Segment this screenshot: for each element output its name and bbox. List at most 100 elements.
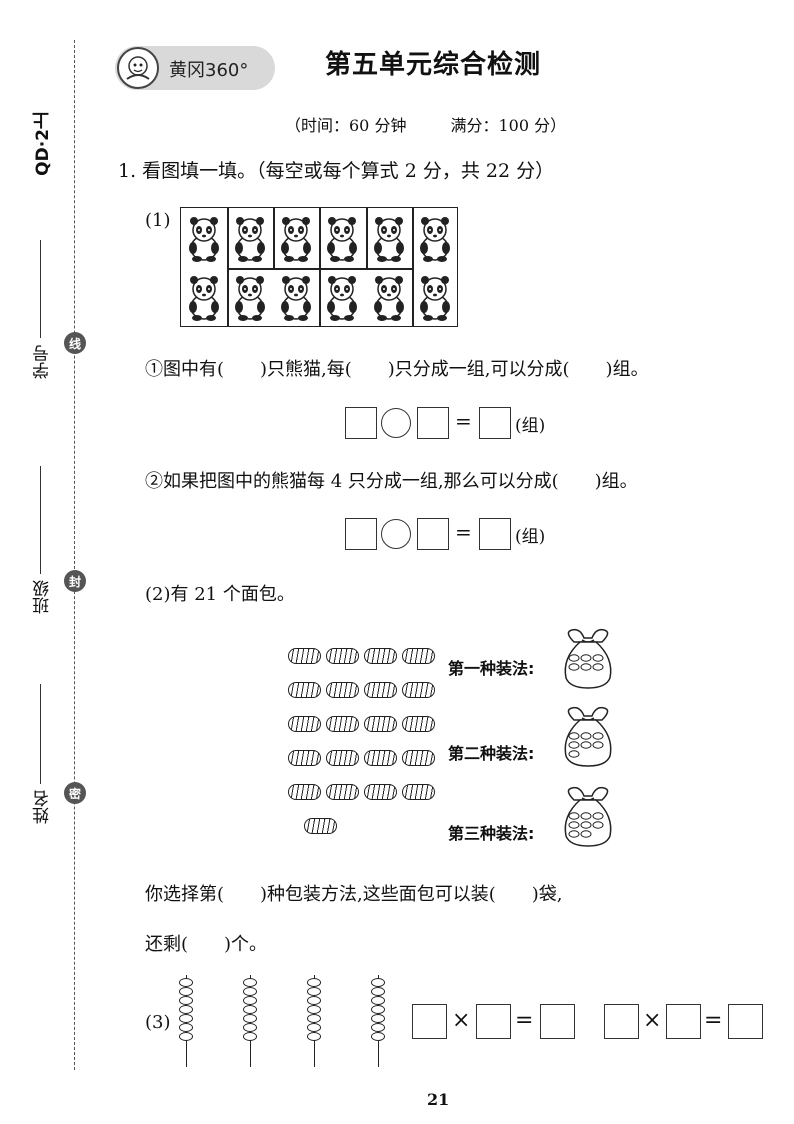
bread-icon	[364, 648, 397, 664]
mascot-icon	[117, 47, 159, 89]
equals-sign: =	[704, 1008, 723, 1033]
bead	[179, 1005, 193, 1014]
student-number-line[interactable]	[40, 240, 41, 338]
panda-icon	[230, 214, 270, 262]
bead	[243, 978, 257, 987]
part-2-text: (2)有 21 个面包。	[145, 584, 295, 605]
bread-icon	[288, 648, 321, 664]
class-line[interactable]	[40, 466, 41, 574]
bead	[243, 996, 257, 1005]
equation-1: = (组)	[345, 407, 575, 439]
bead	[371, 1005, 385, 1014]
panda-icon	[184, 214, 224, 262]
part-1-label: (1)	[145, 210, 171, 231]
bead	[243, 1014, 257, 1023]
bread-icon	[364, 716, 397, 732]
panda-icon	[322, 273, 362, 321]
bead	[179, 1023, 193, 1032]
seal-line: 线	[64, 332, 86, 354]
bead	[243, 1005, 257, 1014]
bead	[371, 1023, 385, 1032]
bead	[371, 996, 385, 1005]
time-limit: （时间：60 分钟	[285, 116, 407, 135]
bead	[243, 987, 257, 996]
panda-icon	[322, 214, 362, 262]
bread-icon	[402, 784, 435, 800]
answer-box[interactable]	[604, 1004, 639, 1039]
bread-icon	[364, 784, 397, 800]
bread-icon	[288, 716, 321, 732]
answer-box[interactable]	[728, 1004, 763, 1039]
bead	[371, 1014, 385, 1023]
question-1-2: ②如果把图中的熊猫每 4 只分成一组,那么可以分成( )组。	[145, 471, 638, 492]
bread-icon	[326, 784, 359, 800]
panda-grid	[180, 207, 458, 327]
bread-icon	[288, 784, 321, 800]
bead	[371, 1032, 385, 1041]
binding-dashed-line	[74, 40, 75, 1070]
bread-icon	[288, 682, 321, 698]
panda-icon	[415, 214, 455, 262]
student-number-label: 学号	[33, 345, 53, 379]
equals-sign: =	[455, 409, 472, 433]
bead	[307, 987, 321, 996]
bread-icon	[402, 648, 435, 664]
bead	[307, 1014, 321, 1023]
bread-icon	[326, 682, 359, 698]
answer-box[interactable]	[417, 407, 449, 439]
choice-line-2: 还剩( )个。	[145, 934, 268, 955]
bead	[179, 978, 193, 987]
answer-box[interactable]	[417, 518, 449, 550]
answer-box[interactable]	[666, 1004, 701, 1039]
times-sign: ×	[452, 1008, 471, 1033]
packing-method-3: 第三种装法:	[448, 824, 535, 843]
bread-icon	[326, 648, 359, 664]
panda-icon	[369, 214, 409, 262]
bead	[307, 1032, 321, 1041]
panda-icon	[184, 273, 224, 321]
bag-icon	[560, 786, 616, 848]
bread-icon	[364, 682, 397, 698]
answer-box[interactable]	[476, 1004, 511, 1039]
bread-icon	[304, 818, 337, 834]
bead	[371, 987, 385, 996]
times-sign: ×	[643, 1008, 662, 1033]
operator-circle[interactable]	[381, 519, 411, 549]
bead	[243, 1032, 257, 1041]
answer-box[interactable]	[540, 1004, 575, 1039]
unit-label: (组)	[515, 416, 546, 436]
brand-badge: 黄冈360°	[115, 46, 275, 90]
equals-sign: =	[515, 1008, 534, 1033]
panda-icon	[276, 273, 316, 321]
question-1-1: ①图中有( )只熊猫,每( )只分成一组,可以分成( )组。	[145, 359, 649, 380]
page-title: 第五单元综合检测	[325, 50, 542, 80]
question-1-heading: 1. 看图填一填。（每空或每个算式 2 分，共 22 分）	[118, 160, 555, 182]
bead	[307, 996, 321, 1005]
bead	[243, 1023, 257, 1032]
page-number: 21	[427, 1090, 450, 1109]
answer-box[interactable]	[479, 407, 511, 439]
answer-box[interactable]	[345, 407, 377, 439]
bread-icon	[402, 682, 435, 698]
bread-icon	[402, 750, 435, 766]
bead	[179, 996, 193, 1005]
answer-box[interactable]	[345, 518, 377, 550]
bead	[371, 978, 385, 987]
seal-seal: 封	[64, 570, 86, 592]
answer-box[interactable]	[412, 1004, 447, 1039]
operator-circle[interactable]	[381, 408, 411, 438]
bread-icon	[364, 750, 397, 766]
panda-icon	[369, 273, 409, 321]
bead	[307, 1023, 321, 1032]
answer-box[interactable]	[479, 518, 511, 550]
bread-icon	[326, 750, 359, 766]
bead	[179, 1014, 193, 1023]
bead	[307, 1005, 321, 1014]
seal-secret: 密	[64, 782, 86, 804]
bread-icon	[326, 716, 359, 732]
bread-icon	[402, 716, 435, 732]
bag-icon	[560, 628, 616, 690]
name-line[interactable]	[40, 684, 41, 784]
bead	[179, 1032, 193, 1041]
exam-info: （时间：60 分钟满分：100 分）	[285, 112, 566, 136]
